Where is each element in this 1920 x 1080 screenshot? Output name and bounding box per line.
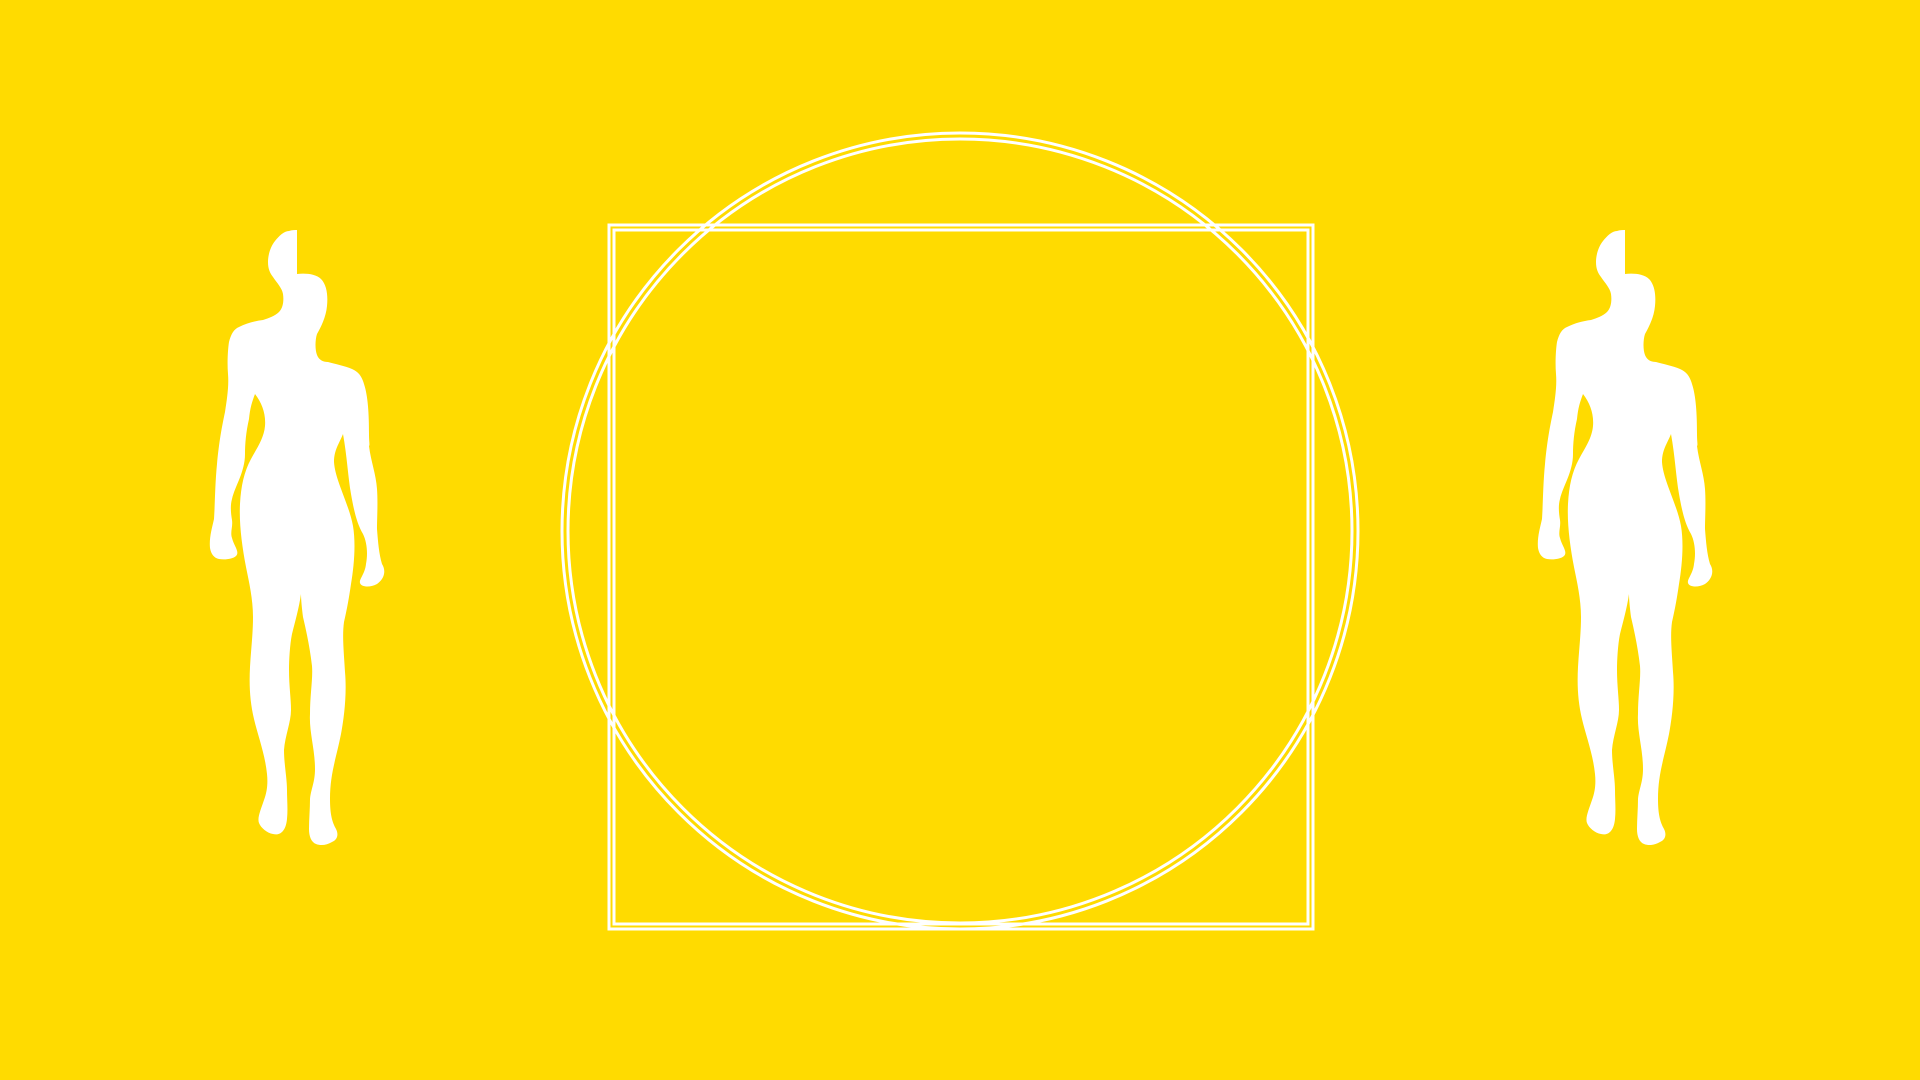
circle-outline (560, 131, 1360, 931)
